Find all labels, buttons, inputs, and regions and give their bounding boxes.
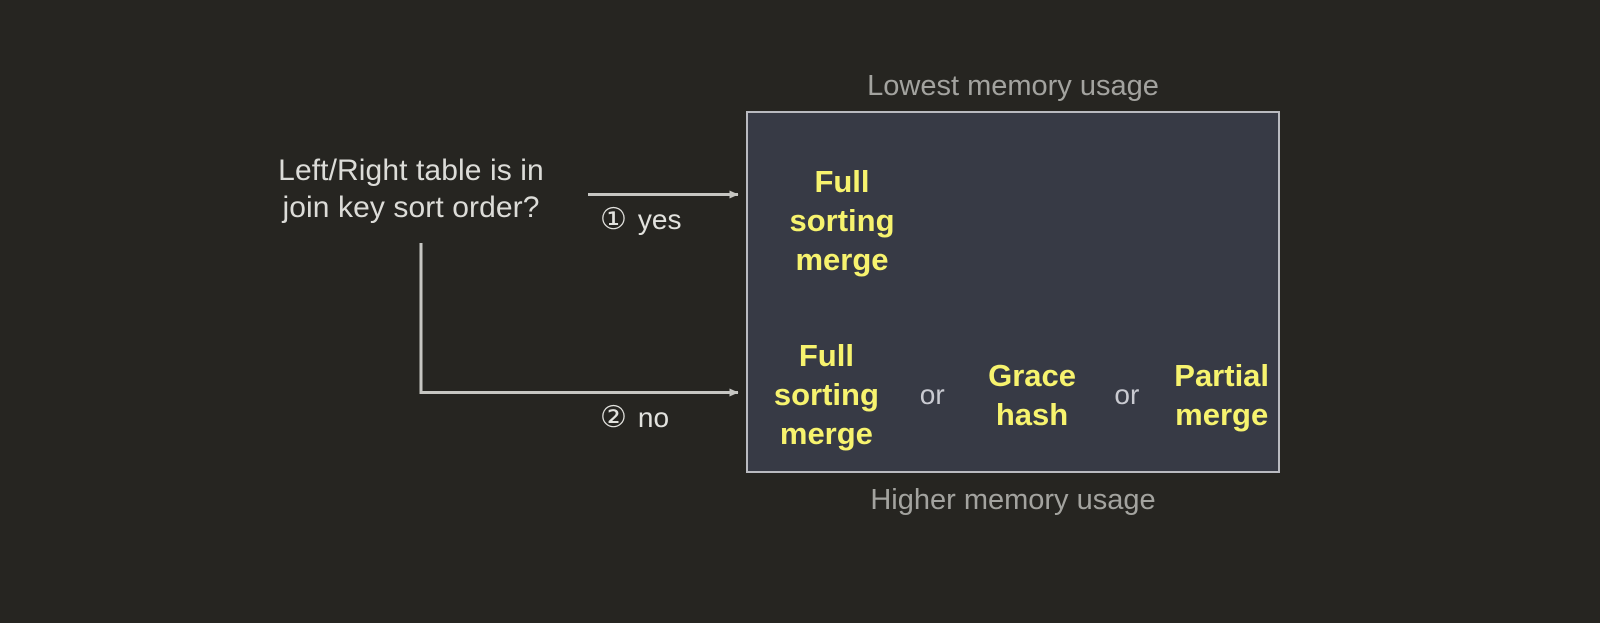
panel-row-unsorted: Full sorting merge or Grace hash or Part…: [748, 317, 1278, 472]
branch-text-2: no: [637, 402, 670, 433]
result-panel: Full sorting merge Full sorting merge or…: [746, 111, 1280, 473]
branch-text-1: yes: [637, 204, 682, 235]
option-separator-1: or: [919, 378, 945, 410]
decision-question: Left/Right table is in join key sort ord…: [278, 154, 544, 224]
branch-label-yes: ① yes: [600, 205, 681, 235]
option-full-sorting-merge-sorted: Full sorting merge: [789, 164, 895, 277]
option-grace-hash: Grace hash: [988, 357, 1076, 432]
option-separator-2: or: [1114, 378, 1140, 410]
option-partial-merge: Partial merge: [1174, 357, 1270, 432]
branch-label-no: ② no: [600, 403, 669, 433]
option-full-sorting-merge-unsorted: Full sorting merge: [773, 338, 879, 451]
branch-marker-2: ②: [600, 401, 627, 434]
caption-lowest-memory: Lowest memory usage: [867, 70, 1159, 102]
panel-row-sorted: Full sorting merge: [748, 143, 1278, 298]
caption-higher-memory: Higher memory usage: [870, 484, 1156, 516]
branch-marker-1: ①: [600, 203, 627, 236]
